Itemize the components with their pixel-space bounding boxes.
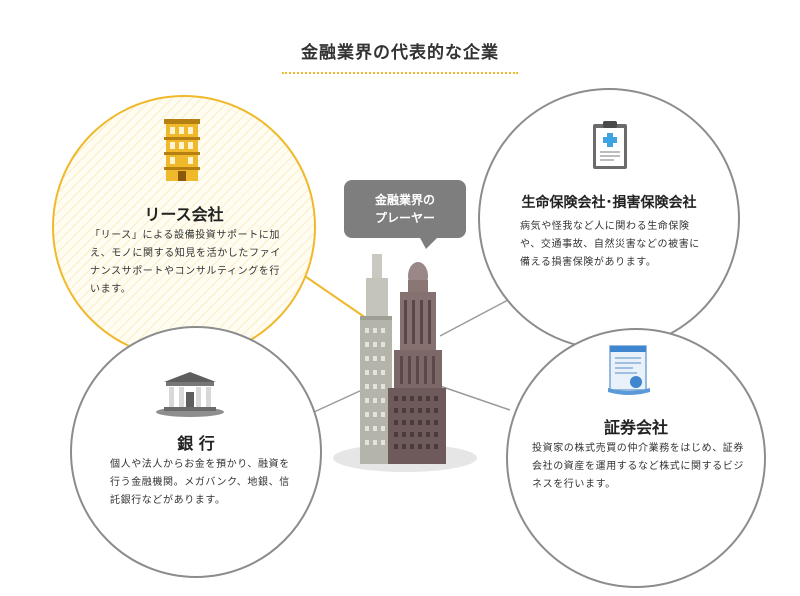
insurance-description: 病気や怪我など人に関わる生命保険や、交通事故、自然災害などの被害に備える損害保険… <box>520 221 700 268</box>
bubble-line-1: 金融業界の <box>374 193 435 207</box>
lease-description: 「リース」による設備投資サポートに加え、モノに関する知見を活かしたファイナンスサ… <box>90 230 281 295</box>
connector-securities <box>439 385 511 411</box>
node-lease: リース会社 「リース」による設備投資サポートに加え、モノに関する知見を活かしたフ… <box>52 95 316 359</box>
bubble-tail <box>419 236 439 249</box>
insurance-title: 生命保険会社･損害保険会社 <box>521 195 697 211</box>
connector-bank <box>313 389 363 413</box>
skyscrapers-illustration <box>333 254 477 472</box>
lease-title: リース会社 <box>144 205 224 224</box>
bank-description: 個人や法人からお金を預かり、融資を行う金融機関。メガバンク、地銀、信託銀行などが… <box>110 459 290 506</box>
certificate-icon <box>608 345 650 395</box>
page-title: 金融業界の代表的な企業 <box>301 43 499 63</box>
title-underline <box>282 72 518 74</box>
node-insurance: 生命保険会社･損害保険会社 病気や怪我など人に関わる生命保険や、交通事故、自然災… <box>478 88 740 350</box>
bubble-line-2: プレーヤー <box>374 211 435 225</box>
center-bubble: 金融業界の プレーヤー <box>344 180 466 238</box>
securities-description: 投資家の株式売買の仲介業務をはじめ、証券会社の資産を運用するなど株式に関するビジ… <box>532 443 744 490</box>
clipboard-medical-icon <box>593 121 627 169</box>
bank-title: 銀 行 <box>177 434 215 453</box>
building-icon <box>164 119 200 181</box>
node-bank: 銀 行 個人や法人からお金を預かり、融資を行う金融機関。メガバンク、地銀、信託銀… <box>70 326 322 578</box>
securities-title: 証券会社 <box>603 418 668 437</box>
bank-icon <box>156 372 224 417</box>
connector-insurance <box>439 299 509 337</box>
node-securities: 証券会社 投資家の株式売買の仲介業務をはじめ、証券会社の資産を運用するなど株式に… <box>506 328 766 588</box>
connector-lease <box>295 269 367 319</box>
